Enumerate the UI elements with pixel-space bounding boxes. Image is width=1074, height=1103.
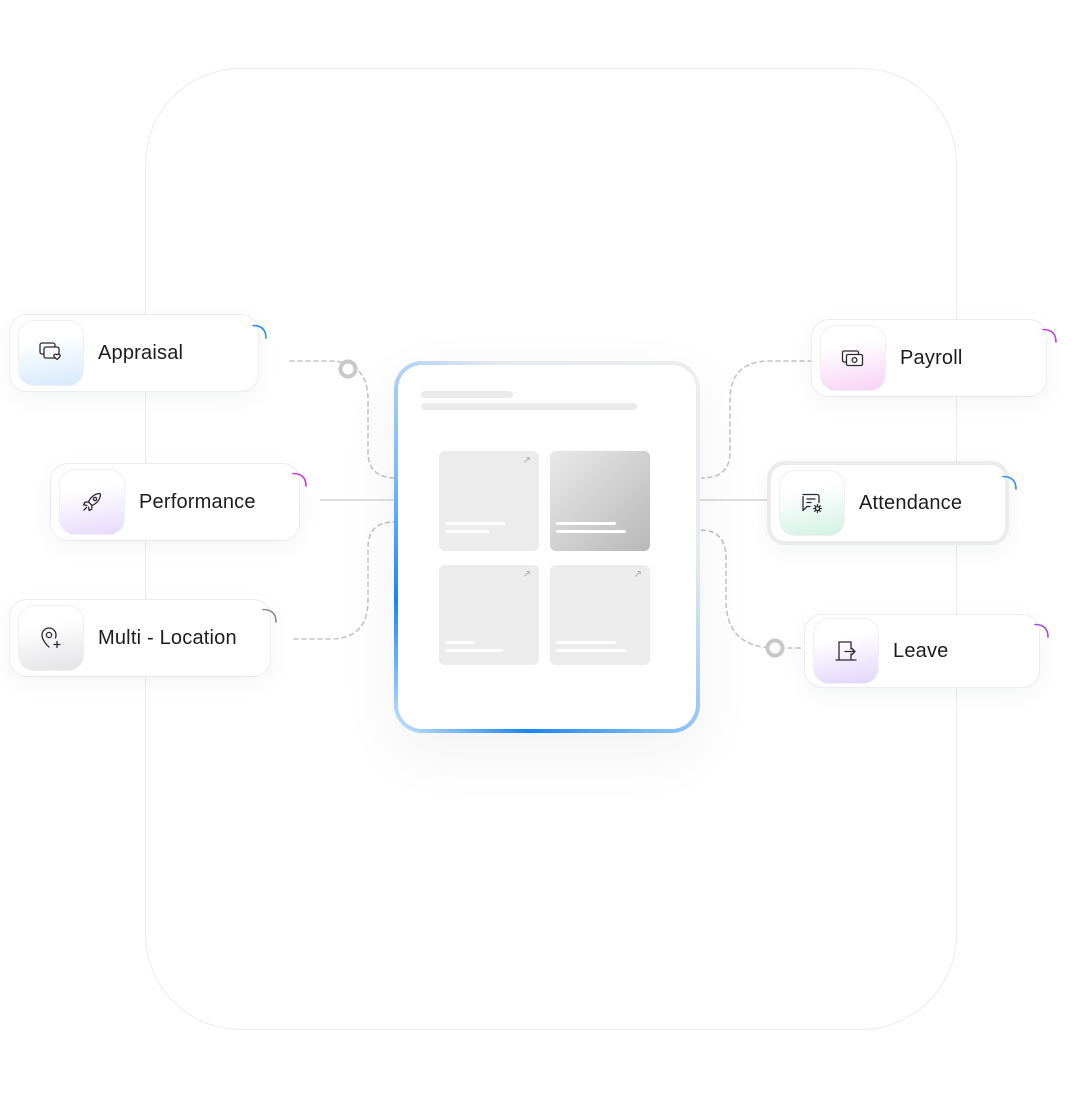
arrow-up-right-icon: ↗ (633, 569, 642, 580)
module-label-attendance: Attendance (859, 491, 963, 514)
arrow-up-right-icon: ↗ (633, 455, 642, 466)
connector-node-appraisal (338, 359, 358, 379)
module-card-leave[interactable]: Leave (804, 614, 1040, 688)
module-label-payroll: Payroll (900, 346, 963, 369)
skeleton-title (421, 391, 513, 398)
accent-arc-icon (1002, 475, 1017, 490)
module-label-multi-location: Multi - Location (98, 626, 237, 649)
module-card-payroll[interactable]: Payroll (811, 319, 1047, 397)
location-pin-icon (18, 605, 84, 671)
dashboard-tile: ↗ (439, 565, 539, 665)
module-card-performance[interactable]: Performance (50, 463, 300, 541)
module-card-attendance[interactable]: Attendance (767, 461, 1009, 545)
dashboard-tile: ↗ (550, 565, 650, 665)
dashboard-tile: ↗ (439, 451, 539, 551)
connector-leave (699, 529, 801, 649)
rocket-icon (59, 469, 125, 535)
exit-door-icon (813, 618, 879, 684)
accent-arc-icon (252, 324, 267, 339)
connector-node-leave (765, 638, 785, 658)
module-label-performance: Performance (139, 490, 256, 513)
accent-arc-icon (262, 608, 277, 623)
tile-line (556, 522, 616, 525)
chat-settings-icon (779, 470, 845, 536)
module-label-leave: Leave (893, 639, 949, 662)
appraisal-icon (18, 320, 84, 386)
dashboard-device: ↗ ↗ ↗ ↗ (394, 361, 700, 733)
tile-line (445, 641, 475, 644)
module-card-multi-location[interactable]: Multi - Location (9, 599, 271, 677)
tile-line (445, 530, 489, 533)
arrow-up-right-icon: ↗ (522, 569, 531, 580)
tile-line (556, 649, 626, 652)
module-label-appraisal: Appraisal (98, 341, 184, 364)
dashboard-screen: ↗ ↗ ↗ ↗ (398, 365, 696, 729)
connector-payroll (701, 360, 813, 479)
tile-line (445, 522, 505, 525)
module-card-appraisal[interactable]: Appraisal (9, 314, 259, 392)
accent-arc-icon (292, 472, 307, 487)
tile-line (556, 641, 616, 644)
dashboard-tile-active: ↗ (550, 451, 650, 551)
connector-appraisal (289, 360, 397, 479)
tile-line (556, 530, 626, 533)
tile-line (445, 649, 503, 652)
accent-arc-icon (1042, 328, 1057, 343)
cash-icon (820, 325, 886, 391)
accent-arc-icon (1034, 623, 1049, 638)
skeleton-subtitle (421, 403, 637, 410)
arrow-up-right-icon: ↗ (522, 455, 531, 466)
connector-location (293, 521, 395, 640)
